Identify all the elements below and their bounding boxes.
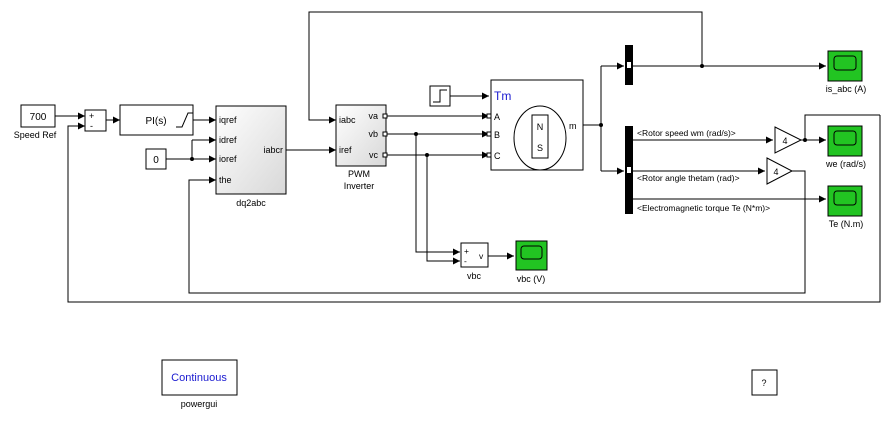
inverter-port-va: va	[368, 111, 378, 121]
dq2abc-port-the: the	[219, 175, 232, 185]
motor-pole-s: S	[537, 143, 543, 153]
sum-block[interactable]: + -	[84, 109, 107, 132]
voltage-measurement-block[interactable]: + - v	[460, 242, 489, 268]
dq2abc-port-idref: idref	[219, 135, 237, 145]
bus-selector-bottom[interactable]	[625, 126, 633, 214]
inverter-port-iabc: iabc	[339, 115, 356, 125]
signal-em-torque-label: <Electromagnetic torque Te (N*m)>	[637, 203, 770, 213]
dq2abc-port-iqref: iqref	[219, 115, 237, 125]
motor-port-tm: Tm	[494, 89, 511, 103]
gain-angle-value: 4	[773, 167, 778, 177]
signal-rotor-speed-label: <Rotor speed wm (rad/s)>	[637, 128, 736, 138]
sum-minus-sign: -	[90, 121, 93, 131]
motor-port-b: B	[494, 130, 500, 140]
step-icon	[433, 89, 447, 103]
vbc-plus-sign: +	[464, 246, 469, 256]
motor-port-m: m	[569, 121, 577, 131]
gain-angle-block[interactable]: 4	[766, 157, 794, 185]
motor-port-c: C	[494, 151, 501, 161]
vbc-minus-sign: -	[464, 256, 467, 266]
motor-port-a: A	[494, 112, 500, 122]
signal-rotor-angle-label: <Rotor angle thetam (rad)>	[637, 173, 740, 183]
scope-is-abc[interactable]: is_abc (A)	[826, 50, 867, 94]
gain-speed-block[interactable]: 4	[774, 126, 803, 154]
speed-ref-caption: Speed Ref	[14, 130, 57, 140]
scope-vbc[interactable]: vbc (V)	[515, 240, 548, 284]
inverter-port-iref: iref	[339, 145, 352, 155]
step-block[interactable]	[429, 85, 451, 107]
pi-controller-block[interactable]: PI(s)	[119, 104, 194, 136]
bus-selector-top[interactable]	[625, 45, 633, 85]
saturation-icon	[176, 112, 193, 128]
powergui-block[interactable]: Continuous	[161, 359, 238, 396]
pmsm-motor-block[interactable]: Tm A B C m N S	[486, 79, 584, 171]
inverter-port-vb: vb	[368, 129, 378, 139]
pwm-inverter-block[interactable]: iabc iref va vb vc	[335, 104, 388, 167]
vbc-caption: vbc	[467, 271, 482, 281]
inverter-caption-line1: PWM	[348, 169, 370, 179]
dq2abc-block[interactable]: iqref idref ioref the iabcr	[215, 105, 287, 195]
scope-is-abc-caption: is_abc (A)	[826, 84, 867, 94]
gain-speed-value: 4	[782, 136, 787, 146]
dq2abc-caption: dq2abc	[236, 198, 266, 208]
zero-constant-block[interactable]: 0	[145, 148, 167, 170]
vbc-output-v: v	[479, 251, 484, 261]
help-button[interactable]: ?	[751, 369, 778, 396]
dq2abc-port-iabcr: iabcr	[263, 145, 283, 155]
motor-pole-n: N	[537, 122, 544, 132]
dq2abc-port-ioref: ioref	[219, 154, 237, 164]
inverter-port-vc: vc	[369, 150, 379, 160]
scope-we-caption: we (rad/s)	[825, 159, 866, 169]
signal-lines	[55, 11, 881, 303]
pi-label: PI(s)	[145, 116, 166, 127]
help-label: ?	[761, 378, 766, 388]
speed-ref-constant-block[interactable]: 700	[20, 104, 56, 128]
scope-te-caption: Te (N.m)	[829, 219, 864, 229]
scope-we[interactable]: we (rad/s)	[825, 125, 866, 169]
speed-ref-value: 700	[30, 112, 47, 123]
powergui-label: Continuous	[171, 372, 227, 384]
scope-te[interactable]: Te (N.m)	[827, 185, 864, 229]
zero-value: 0	[153, 155, 159, 166]
inverter-caption-line2: Inverter	[344, 181, 375, 191]
powergui-caption: powergui	[181, 399, 218, 409]
sum-plus-sign: +	[89, 111, 94, 121]
scope-vbc-caption: vbc (V)	[517, 274, 546, 284]
